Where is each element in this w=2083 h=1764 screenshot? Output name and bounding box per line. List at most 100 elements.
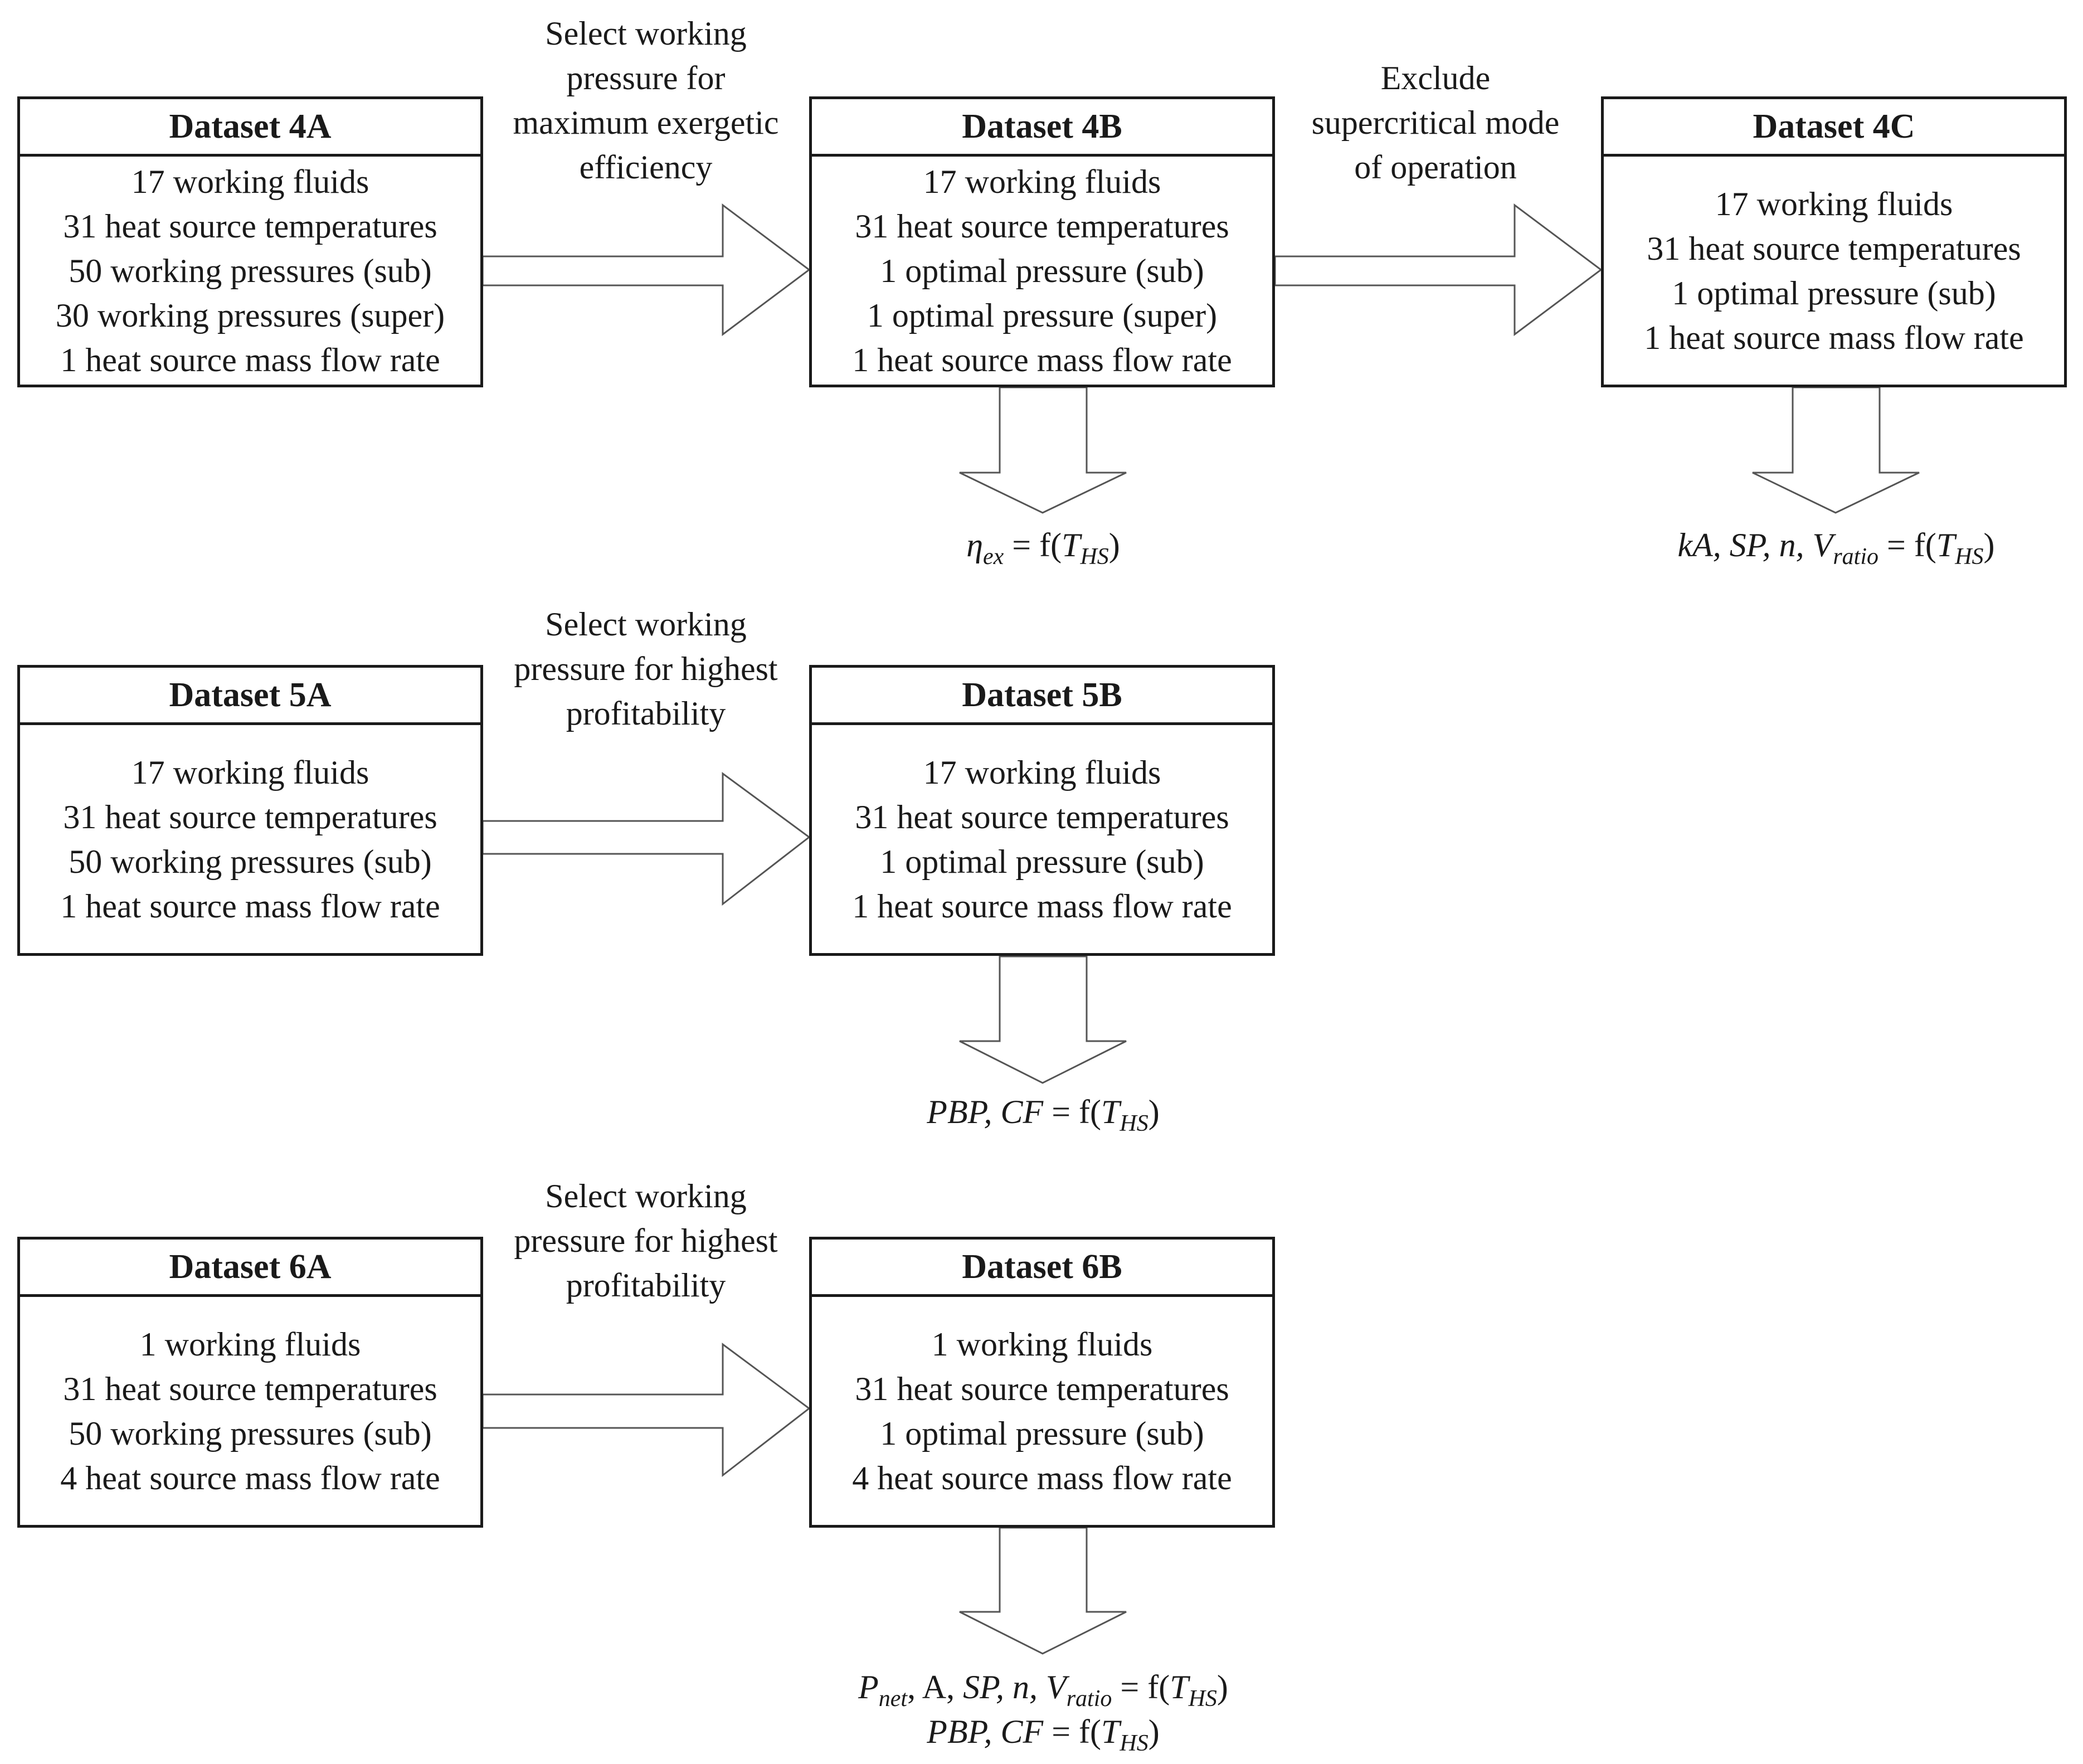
result-5b-vars: PBP, CF <box>927 1094 1044 1130</box>
down-arrow-4b <box>959 386 1127 514</box>
dataset-5a-line: 50 working pressures (sub) <box>69 843 432 880</box>
dataset-4a-line: 17 working fluids <box>131 163 369 200</box>
dataset-5a-line: 31 heat source temperatures <box>63 798 437 835</box>
arrow-label-line: Select working <box>545 1178 747 1214</box>
result-6b-a: , A, <box>907 1669 963 1705</box>
arrow-label-4b-4c: Exclude supercritical mode of operation <box>1279 56 1592 189</box>
arrow-label-4a-4b: Select working pressure for maximum exer… <box>490 11 802 189</box>
dataset-4a-box: Dataset 4A 17 working fluids 31 heat sou… <box>17 96 483 387</box>
result-5b: PBP, CF = f(THS) <box>848 1090 1238 1136</box>
result-6b-p-sub: net <box>878 1686 908 1712</box>
arrow-label-line: Select working <box>545 606 747 643</box>
arrow-label-line: supercritical mode <box>1311 104 1560 141</box>
dataset-6b-box: Dataset 6B 1 working fluids 31 heat sour… <box>809 1237 1275 1528</box>
result-6b-t: T <box>1170 1669 1189 1705</box>
result-4b: ηex = f(THS) <box>876 523 1210 570</box>
dataset-5b-line: 31 heat source temperatures <box>855 798 1229 835</box>
arrow-label-line: profitability <box>566 695 726 732</box>
dataset-4b-line: 1 heat source mass flow rate <box>852 341 1232 378</box>
result-5b-close: ) <box>1148 1094 1160 1130</box>
arrow-label-5a-5b: Select working pressure for highest prof… <box>490 602 802 736</box>
right-arrow-4b-4c <box>1274 203 1603 336</box>
dataset-6b-body: 1 working fluids 31 heat source temperat… <box>812 1297 1272 1525</box>
right-arrow-5a-5b <box>481 772 811 906</box>
result-6b-p: P <box>858 1669 879 1705</box>
result-6b-pbp: PBP, CF <box>927 1713 1044 1750</box>
dataset-4b-line: 1 optimal pressure (sub) <box>880 252 1204 289</box>
result-6b: Pnet, A, SP, n, Vratio = f(THS) PBP, CF … <box>792 1665 1294 1756</box>
dataset-6a-line: 31 heat source temperatures <box>63 1370 437 1407</box>
result-4b-t-sub: HS <box>1080 544 1109 570</box>
dataset-5b-body: 17 working fluids 31 heat source tempera… <box>812 725 1272 953</box>
dataset-5a-box: Dataset 5A 17 working fluids 31 heat sou… <box>17 665 483 956</box>
down-arrow-4c <box>1752 386 1920 514</box>
dataset-4a-body: 17 working fluids 31 heat source tempera… <box>20 157 480 385</box>
dataset-4a-line: 31 heat source temperatures <box>63 207 437 245</box>
dataset-5b-title: Dataset 5B <box>812 668 1272 725</box>
dataset-6a-line: 50 working pressures (sub) <box>69 1415 432 1452</box>
dataset-5a-title: Dataset 5A <box>20 668 480 725</box>
dataset-6b-line: 31 heat source temperatures <box>855 1370 1229 1407</box>
result-6b-t2-sub: HS <box>1120 1731 1148 1756</box>
arrow-label-line: Exclude <box>1380 60 1491 96</box>
dataset-6a-body: 1 working fluids 31 heat source temperat… <box>20 1297 480 1525</box>
arrow-label-line: profitability <box>566 1267 726 1304</box>
result-6b-t-sub: HS <box>1188 1686 1217 1712</box>
dataset-4c-box: Dataset 4C 17 working fluids 31 heat sou… <box>1601 96 2067 387</box>
result-4c-t: T <box>1936 527 1955 563</box>
dataset-4b-line: 17 working fluids <box>923 163 1161 200</box>
result-6b-line-2: PBP, CF = f(THS) <box>792 1709 1294 1756</box>
arrow-label-line: Select working <box>545 15 747 52</box>
dataset-6b-line: 4 heat source mass flow rate <box>852 1459 1232 1496</box>
result-4b-eta-sub: ex <box>982 544 1004 570</box>
arrow-label-line: of operation <box>1354 149 1517 186</box>
arrow-label-line: pressure for <box>566 60 726 96</box>
arrow-label-6a-6b: Select working pressure for highest prof… <box>490 1174 802 1308</box>
result-6b-t2: T <box>1101 1713 1120 1750</box>
dataset-6b-line: 1 working fluids <box>931 1325 1153 1363</box>
result-4b-eq: = f( <box>1004 527 1062 563</box>
dataset-4b-box: Dataset 4B 17 working fluids 31 heat sou… <box>809 96 1275 387</box>
dataset-6a-title: Dataset 6A <box>20 1240 480 1297</box>
right-arrow-4a-4b <box>481 203 811 336</box>
dataset-5b-line: 1 optimal pressure (sub) <box>880 843 1204 880</box>
result-5b-t: T <box>1101 1094 1120 1130</box>
dataset-6b-title: Dataset 6B <box>812 1240 1272 1297</box>
right-arrow-6a-6b <box>481 1343 811 1478</box>
dataset-4a-line: 50 working pressures (sub) <box>69 252 432 289</box>
dataset-4b-line: 1 optimal pressure (super) <box>867 297 1218 334</box>
dataset-5a-body: 17 working fluids 31 heat source tempera… <box>20 725 480 953</box>
dataset-4c-line: 1 heat source mass flow rate <box>1644 319 2024 356</box>
dataset-6a-line: 1 working fluids <box>139 1325 361 1363</box>
result-4c: kA, SP, n, Vratio = f(THS) <box>1585 523 2083 570</box>
dataset-5a-line: 17 working fluids <box>131 754 369 791</box>
result-6b-close: ) <box>1216 1669 1228 1705</box>
dataset-4c-line: 1 optimal pressure (sub) <box>1672 274 1996 312</box>
result-5b-t-sub: HS <box>1120 1111 1148 1136</box>
dataset-4a-line: 30 working pressures (super) <box>55 297 445 334</box>
dataset-6a-box: Dataset 6A 1 working fluids 31 heat sour… <box>17 1237 483 1528</box>
dataset-6b-line: 1 optimal pressure (sub) <box>880 1415 1204 1452</box>
dataset-4a-line: 1 heat source mass flow rate <box>60 341 440 378</box>
result-4c-t-sub: HS <box>1955 544 1984 570</box>
result-6b-v-sub: ratio <box>1066 1686 1112 1712</box>
dataset-4b-line: 31 heat source temperatures <box>855 207 1229 245</box>
dataset-4c-line: 17 working fluids <box>1715 185 1953 222</box>
result-6b-eq2: = f( <box>1043 1713 1101 1750</box>
dataset-6a-line: 4 heat source mass flow rate <box>60 1459 440 1496</box>
result-4b-close: ) <box>1108 527 1120 563</box>
dataset-5b-box: Dataset 5B 17 working fluids 31 heat sou… <box>809 665 1275 956</box>
dataset-5b-line: 1 heat source mass flow rate <box>852 887 1232 925</box>
dataset-5b-line: 17 working fluids <box>923 754 1161 791</box>
result-4c-eq: = f( <box>1878 527 1936 563</box>
result-6b-vars: SP, n, V <box>963 1669 1067 1705</box>
result-6b-eq: = f( <box>1112 1669 1170 1705</box>
result-4c-close: ) <box>1983 527 1995 563</box>
dataset-4c-line: 31 heat source temperatures <box>1647 230 2021 267</box>
dataset-5a-line: 1 heat source mass flow rate <box>60 887 440 925</box>
dataset-4a-title: Dataset 4A <box>20 99 480 157</box>
result-4c-vars: kA, SP, n, V <box>1677 527 1833 563</box>
dataset-4c-title: Dataset 4C <box>1604 99 2064 157</box>
down-arrow-5b <box>959 955 1127 1084</box>
